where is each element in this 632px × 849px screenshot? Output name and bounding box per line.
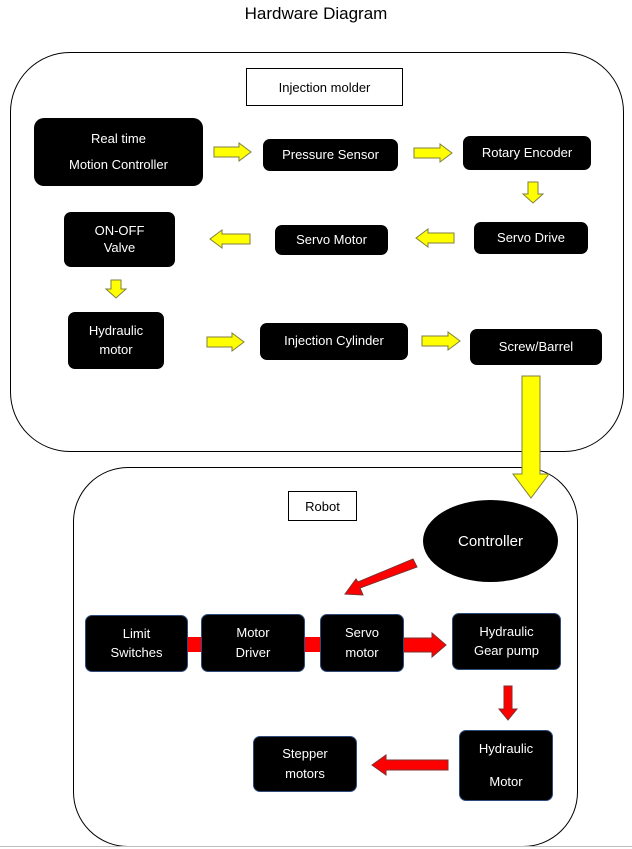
pressure-sensor-label: Pressure Sensor	[282, 146, 379, 162]
link-driver-to-servo	[305, 637, 321, 652]
controller-label: Controller	[457, 532, 524, 550]
onoff-valve-line2: Valve	[103, 239, 136, 255]
injection-cylinder-node: Injection Cylinder	[260, 323, 408, 360]
arrow-gear-pump-to-motor	[497, 685, 519, 721]
limit-switches-line1: Limit	[122, 625, 151, 641]
hydraulic-motor-line2: motor	[99, 341, 133, 357]
servo-drive-label: Servo Drive	[497, 229, 565, 245]
motor-driver-line2: Driver	[235, 644, 271, 660]
stepper-motors-line1: Stepper	[282, 746, 328, 762]
arrow-controller-to-pressure	[213, 142, 252, 162]
stepper-motors-line2: motors	[285, 765, 325, 781]
arrow-encoder-to-drive	[521, 181, 545, 204]
controller-node: Controller	[423, 500, 558, 582]
rotary-encoder-label: Rotary Encoder	[481, 144, 573, 160]
pressure-sensor-node: Pressure Sensor	[263, 139, 398, 171]
hydraulic-motor-robot-node: Hydraulic Motor	[459, 730, 553, 801]
motor-driver-line1: Motor	[236, 625, 270, 641]
arrow-valve-to-hydraulic-motor	[104, 279, 128, 299]
diagram-title: Hardware Diagram	[244, 4, 388, 23]
onoff-valve-line1: ON-OFF	[94, 223, 145, 239]
onoff-valve-node: ON-OFF Valve	[64, 212, 175, 267]
arrow-pressure-to-encoder	[413, 143, 453, 163]
hydraulic-gear-pump-line2: Gear pump	[473, 643, 540, 658]
arrow-servo-to-gear-pump	[402, 631, 447, 659]
servo-motor-robot-node: Servo motor	[320, 614, 404, 672]
limit-switches-line2: Switches	[110, 645, 163, 660]
bottom-divider	[0, 846, 632, 847]
arrow-controller-to-servo	[344, 558, 418, 596]
limit-switches-node: Limit Switches	[85, 615, 188, 672]
arrow-servo-motor-to-valve	[209, 229, 251, 249]
hydraulic-gear-pump-line1: Hydraulic	[479, 623, 534, 639]
servo-motor-robot-line1: Servo	[345, 625, 379, 641]
servo-motor-node: Servo Motor	[275, 225, 388, 255]
realtime-line2: Motion Controller	[69, 157, 168, 172]
realtime-line1: Real time	[91, 130, 146, 146]
injection-cylinder-label: Injection Cylinder	[284, 333, 384, 349]
arrow-screw-to-robot	[512, 375, 550, 499]
injection-molder-label: Injection molder	[246, 68, 403, 106]
screw-barrel-label: Screw/Barrel	[498, 338, 574, 354]
hydraulic-motor-robot-line2: Motor	[489, 773, 523, 789]
servo-drive-node: Servo Drive	[474, 222, 588, 254]
screw-barrel-node: Screw/Barrel	[470, 329, 602, 365]
servo-motor-label: Servo Motor	[296, 231, 367, 247]
stepper-motors-node: Stepper motors	[253, 736, 357, 792]
hydraulic-motor-robot-line1: Hydraulic	[478, 741, 534, 757]
motor-driver-node: Motor Driver	[201, 614, 305, 672]
arrow-drive-to-servo-motor	[415, 228, 455, 248]
arrow-motor-to-stepper	[371, 754, 449, 776]
arrow-cylinder-to-screw	[421, 331, 461, 351]
hydraulic-motor-line1: Hydraulic	[88, 323, 144, 339]
arrow-hydraulic-motor-to-cylinder	[206, 332, 245, 352]
hydraulic-motor-node: Hydraulic motor	[68, 312, 164, 369]
rotary-encoder-node: Rotary Encoder	[463, 136, 591, 170]
realtime-motion-controller-node: Real time Motion Controller	[34, 118, 203, 186]
robot-label: Robot	[288, 491, 357, 521]
hydraulic-gear-pump-node: Hydraulic Gear pump	[452, 613, 561, 670]
servo-motor-robot-line2: motor	[345, 644, 379, 660]
link-limit-to-driver	[187, 637, 202, 652]
